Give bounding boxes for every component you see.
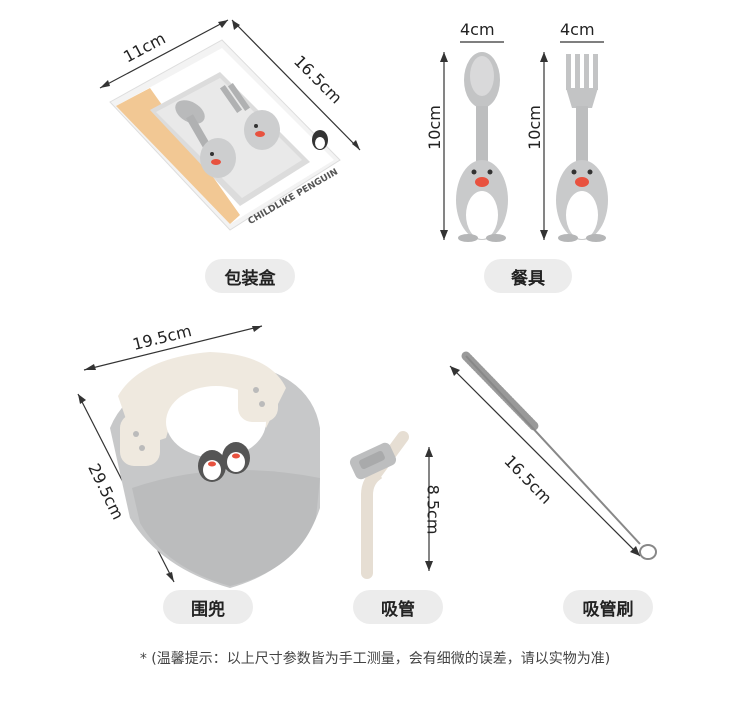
fork-illustration — [540, 41, 608, 242]
bib-label: 围兜 — [163, 590, 253, 624]
spoon-height-label: 10cm — [424, 105, 444, 150]
utensils-label: 餐具 — [484, 259, 572, 293]
fork-width-label: 4cm — [560, 20, 595, 39]
spoon-illustration — [440, 41, 508, 242]
brush-illustration — [449, 351, 657, 560]
straw-label: 吸管 — [353, 590, 443, 624]
spoon-width-label: 4cm — [460, 20, 495, 39]
box-label: 包装盒 — [205, 259, 295, 293]
straw-illustration — [349, 431, 433, 579]
footnote: * (温馨提示：以上尺寸参数皆为手工测量，会有细微的误差，请以实物为准) — [139, 651, 611, 667]
fork-height-label: 10cm — [524, 105, 544, 150]
packaging-box-illustration: CHILDLIKE PENGUIN — [99, 19, 361, 231]
brush-label: 吸管刷 — [563, 590, 653, 624]
bib-illustration — [77, 325, 320, 588]
